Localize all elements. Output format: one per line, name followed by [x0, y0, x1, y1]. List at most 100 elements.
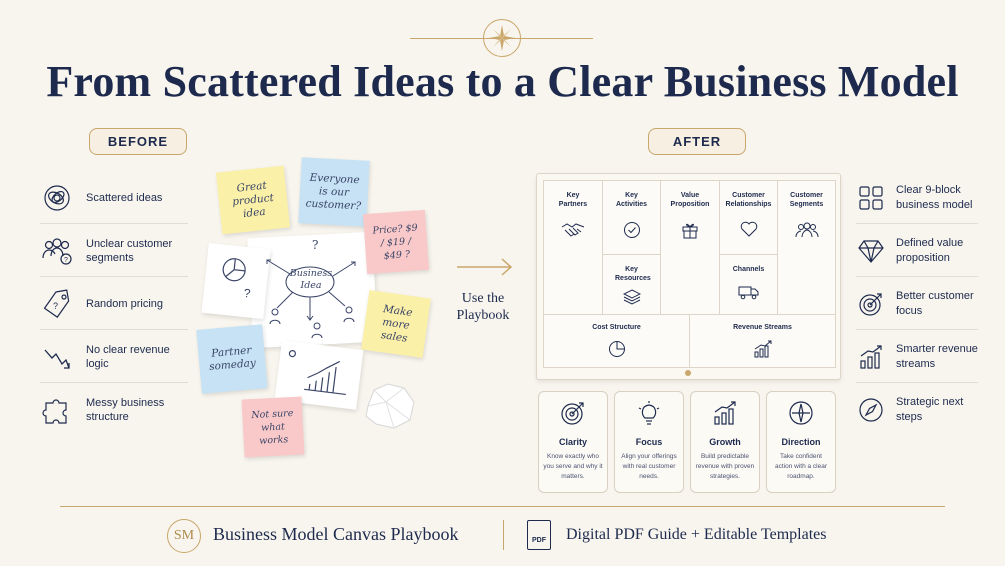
grid-blocks-icon	[856, 183, 886, 213]
sticky-note-make-more-sales: Make more sales	[361, 289, 431, 359]
heart-icon	[740, 221, 757, 237]
canvas-cost-structure: Cost Structure	[543, 314, 690, 368]
lightbulb-icon	[638, 401, 660, 425]
after-item: Strategic next steps	[856, 384, 978, 436]
gift-icon	[682, 223, 698, 239]
use-playbook-label: Use the Playbook	[456, 291, 510, 323]
canvas-key-partners: Key Partners	[543, 180, 603, 315]
benefit-card: Direction Take confident action with a c…	[766, 391, 836, 493]
price-tag-question-icon: ?	[40, 287, 74, 321]
canvas-cell-label: Channels	[732, 266, 765, 273]
mind-map-sketch	[266, 259, 356, 339]
benefit-card-desc: Align your offerings with real customer …	[621, 453, 677, 480]
benefit-card-title: Direction	[781, 437, 821, 447]
canvas-dot	[685, 370, 691, 376]
pie-chart-icon	[608, 341, 625, 357]
canvas-cell-label: Key Partners	[558, 192, 588, 208]
sticky-note-price: Price? $9 / $19 / $49 ?	[362, 209, 430, 275]
canvas-cell-label: Key Activities	[615, 192, 648, 208]
before-label: BEFORE	[89, 128, 187, 155]
page-title: From Scattered Ideas to a Clear Business…	[46, 57, 959, 106]
growth-chart-icon	[856, 342, 886, 372]
footer-rule	[60, 506, 945, 507]
svg-text:?: ?	[64, 257, 68, 264]
before-item: ? Unclear customer segments	[40, 225, 188, 277]
people-group-icon	[795, 222, 818, 238]
after-item-label: Strategic next steps	[896, 396, 964, 423]
before-item-label: Random pricing	[86, 297, 164, 310]
right-arrow-icon	[457, 258, 513, 276]
benefit-card-desc: Take confident action with a clear roadm…	[774, 453, 828, 480]
benefit-card-title: Growth	[709, 437, 741, 447]
after-label: AFTER	[648, 128, 746, 155]
after-item-label: Defined value proposition	[896, 236, 964, 264]
pdf-file-icon: PDF	[527, 520, 551, 550]
after-item: Defined value proposition	[856, 225, 978, 277]
canvas-customer-relationships: Customer Relationships	[719, 180, 778, 255]
after-item-label: Smarter revenue streams	[896, 342, 978, 370]
after-item: Better customer focus	[856, 278, 978, 330]
canvas-cell-label: Key Resources	[615, 266, 651, 282]
after-item: Clear 9-block business model	[856, 172, 978, 224]
canvas-customer-segments: Customer Segments	[777, 180, 836, 315]
benefit-card: Clarity Know exactly who you serve and w…	[538, 391, 608, 493]
before-item: ? Random pricing	[40, 278, 188, 330]
zigzag-down-arrow-icon	[40, 340, 74, 374]
truck-icon	[738, 286, 758, 300]
canvas-cell-label: Value Proposition	[670, 192, 710, 208]
compass-icon	[856, 395, 886, 425]
benefit-card-title: Focus	[635, 437, 663, 447]
puzzle-piece-icon	[40, 393, 74, 427]
benefit-card: Growth Build predictable revenue with pr…	[690, 391, 760, 493]
benefit-card-desc: Know exactly who you serve and why it ma…	[543, 453, 603, 480]
before-item-label: Unclear customer segments	[86, 237, 173, 264]
pie-sketch-paper: ?	[201, 242, 271, 320]
sticky-note-partner: Partner someday	[196, 324, 268, 394]
brand-logo: SM	[167, 519, 201, 553]
canvas-cell-label: Customer Relationships	[725, 192, 772, 208]
crumpled-paper-icon	[365, 383, 415, 429]
before-item-label: Scattered ideas	[86, 191, 163, 204]
tangled-lines-icon	[40, 181, 74, 215]
before-item: Scattered ideas	[40, 172, 188, 224]
canvas-cell-label: Revenue Streams	[733, 324, 792, 331]
before-item: No clear revenue logic	[40, 331, 188, 383]
before-item-label: Messy business structure	[86, 397, 165, 423]
target-icon	[856, 289, 886, 319]
diamond-icon	[856, 236, 886, 266]
check-circle-icon	[623, 222, 640, 238]
footer-divider	[503, 520, 504, 550]
benefit-card-title: Clarity	[558, 437, 587, 447]
target-icon	[561, 402, 584, 425]
after-item: Smarter revenue streams	[856, 331, 978, 383]
question-mark-sketch: ?	[312, 238, 319, 252]
sticky-note-not-sure: Not sure what works	[241, 396, 305, 458]
sticky-note-great-product: Great product idea	[215, 165, 291, 235]
before-item: Messy business structure	[40, 384, 210, 436]
before-item-label: No clear revenue logic	[86, 343, 170, 370]
canvas-key-resources: Key Resources	[602, 254, 661, 315]
business-idea-sketch: Business Idea	[289, 268, 333, 291]
growth-chart-icon	[714, 401, 736, 425]
sticky-note-everyone: Everyone is our customer?	[298, 157, 370, 227]
canvas-cell-label: Cost Structure	[592, 324, 641, 331]
canvas-key-activities: Key Activities	[602, 180, 661, 255]
chart-sketch-paper	[274, 340, 364, 410]
header-rule-right	[508, 38, 593, 39]
header-rule-left	[410, 38, 495, 39]
svg-text:?: ?	[53, 301, 58, 311]
compass-icon	[789, 401, 813, 425]
handshake-icon	[561, 223, 585, 237]
after-item-label: Better customer focus	[896, 289, 974, 317]
canvas-revenue-streams: Revenue Streams	[689, 314, 836, 368]
layers-icon	[622, 289, 641, 305]
svg-text:?: ?	[243, 286, 251, 301]
growth-chart-icon	[754, 340, 771, 358]
compass-icon	[483, 19, 521, 57]
product-format: Digital PDF Guide + Editable Templates	[566, 526, 827, 543]
benefit-card: Focus Align your offerings with real cus…	[614, 391, 684, 493]
business-model-canvas: Key Partners Key Activities Key Resource…	[536, 173, 841, 380]
benefit-card-desc: Build predictable revenue with proven st…	[695, 453, 755, 480]
after-item-label: Clear 9-block business model	[896, 183, 973, 211]
bar-chart-sketch-icon	[288, 349, 346, 396]
